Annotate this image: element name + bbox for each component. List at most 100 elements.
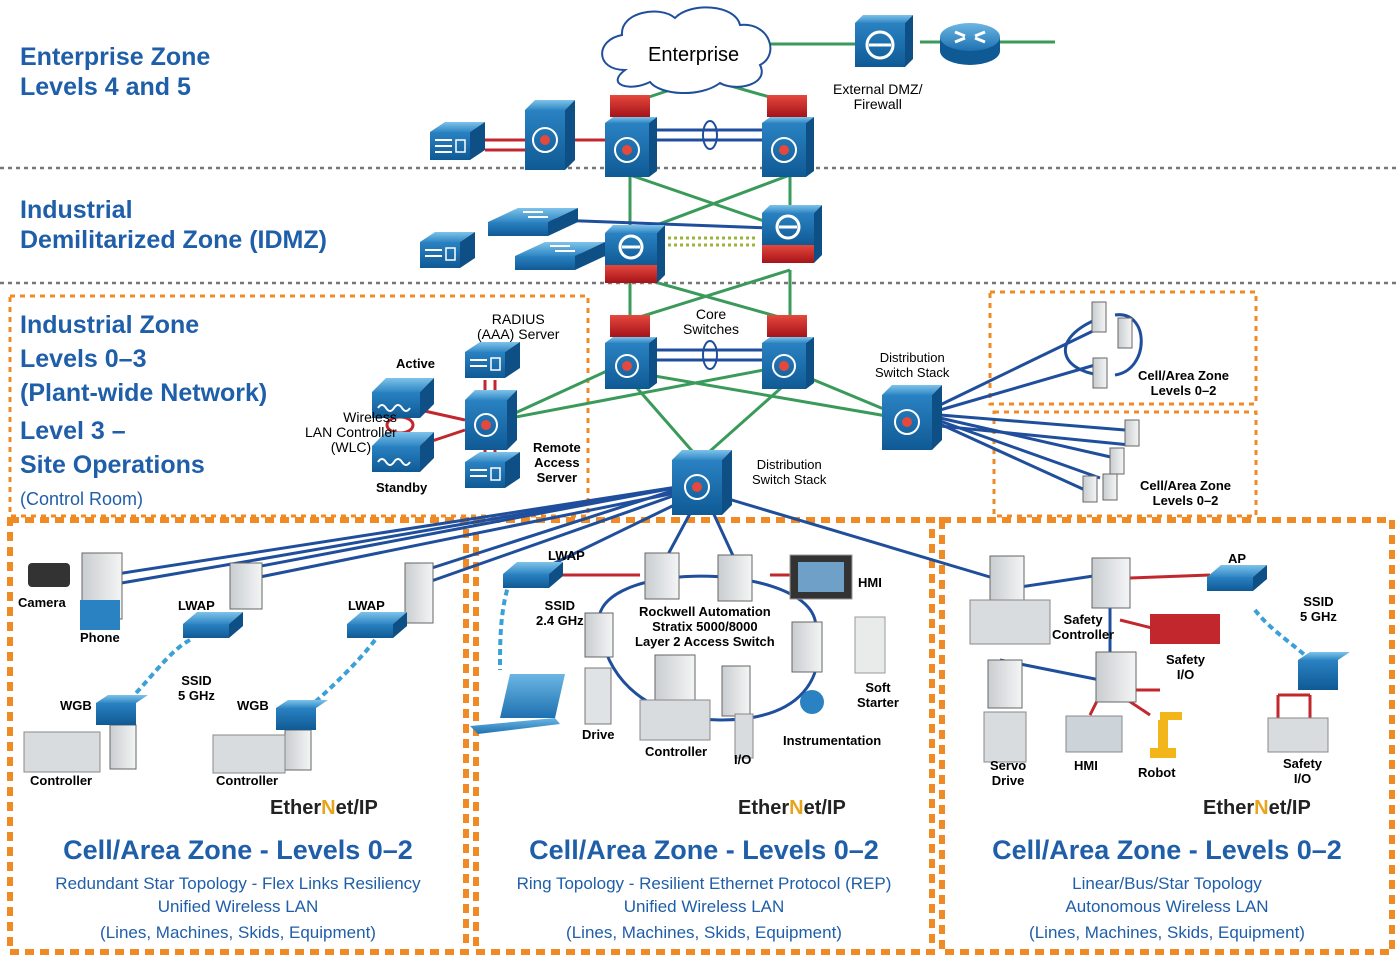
core-switches-label: Core Switches bbox=[683, 307, 739, 337]
industrial-zone-line5: Site Operations bbox=[20, 451, 205, 479]
industrial-zone-line4: Level 3 – bbox=[20, 417, 126, 445]
ethernet-ip-logo-3: EtherNet/IP bbox=[1203, 797, 1311, 819]
radius-line1: RADIUS bbox=[491, 311, 545, 327]
radius-line2: (AAA) Server bbox=[477, 326, 560, 342]
safety-io-red bbox=[1150, 614, 1220, 644]
soft-starter bbox=[854, 616, 886, 674]
flexlink-marker-enterprise bbox=[702, 120, 718, 150]
safety-io-b-line2: I/O bbox=[1293, 771, 1312, 786]
cell-1-line1: Redundant Star Topology - Flex Links Res… bbox=[55, 874, 421, 893]
cell-rb-line1: Cell/Area Zone bbox=[1140, 478, 1232, 493]
ssid-24ghz-label: SSID 2.4 GHz bbox=[536, 598, 584, 628]
robot bbox=[1150, 712, 1182, 758]
idmz-switch-top bbox=[488, 208, 578, 236]
cell-1-line2: Unified Wireless LAN bbox=[157, 897, 319, 916]
core-line1: Core bbox=[695, 306, 727, 322]
ap-label: AP bbox=[1228, 551, 1247, 566]
servo-line2: Drive bbox=[991, 773, 1025, 788]
soft-line2: Starter bbox=[857, 695, 899, 710]
cell-1-line3: (Lines, Machines, Skids, Equipment) bbox=[100, 923, 376, 942]
cell-zone-right-top-box bbox=[988, 290, 1258, 406]
cell-zone-right-top-label: Cell/Area Zone Levels 0–2 bbox=[1138, 368, 1229, 398]
distribution-switch-stack-center bbox=[672, 450, 732, 515]
industrial-core-left bbox=[605, 315, 657, 389]
ap-right bbox=[1207, 565, 1267, 591]
stratix-line3: Layer 2 Access Switch bbox=[635, 634, 775, 649]
cell-rb-line2: Levels 0–2 bbox=[1152, 493, 1219, 508]
drive-label: Drive bbox=[582, 727, 615, 742]
idmz-zone-line1: Industrial bbox=[20, 196, 133, 224]
remote-access-server bbox=[465, 452, 520, 488]
safety-io-a-line1: Safety bbox=[1166, 652, 1206, 667]
dmz-firewall-line2: Firewall bbox=[853, 96, 902, 112]
controller-mid-label: Controller bbox=[645, 744, 708, 759]
controller-a-label: Controller bbox=[30, 773, 93, 788]
cell-zone-2-box bbox=[473, 517, 935, 955]
distribution-stack-right-label: Distribution Switch Stack bbox=[875, 350, 949, 380]
plc-racks bbox=[23, 599, 1329, 774]
cell-zone-3-box bbox=[939, 517, 1395, 955]
safety-controller-label: Safety Controller bbox=[1052, 612, 1114, 642]
wgb-b bbox=[276, 700, 328, 730]
cell-3-line2: Autonomous Wireless LAN bbox=[1065, 897, 1269, 916]
cell-zone-right-bottom-label: Cell/Area Zone Levels 0–2 bbox=[1140, 478, 1231, 508]
wgb-a-label: WGB bbox=[60, 698, 92, 713]
stratix-line1: Rockwell Automation bbox=[639, 604, 771, 619]
dist-b-line2: Switch Stack bbox=[752, 472, 827, 487]
hmi-screen-right bbox=[1065, 715, 1123, 753]
wgb-right bbox=[1298, 652, 1350, 690]
safety-io-a-line2: I/O bbox=[1176, 667, 1195, 682]
industrial-zone-line1: Industrial Zone bbox=[20, 311, 200, 339]
ssid-r-line1: SSID bbox=[1303, 594, 1334, 609]
ethernet-ip-logo-1: EtherNet/IP bbox=[270, 797, 378, 819]
camera-label: Camera bbox=[18, 595, 66, 610]
idmz-zone-line2: Demilitarized Zone (IDMZ) bbox=[20, 226, 327, 254]
remote-access-label: Remote Access Server bbox=[533, 440, 581, 485]
standby-label: Standby bbox=[376, 480, 428, 495]
cell-rt-line1: Cell/Area Zone bbox=[1138, 368, 1230, 383]
instrumentation-label: Instrumentation bbox=[783, 733, 882, 748]
external-firewall bbox=[855, 15, 913, 67]
cell-zone-1-description: Redundant Star Topology - Flex Links Res… bbox=[10, 872, 466, 944]
enterprise-access-switch bbox=[525, 100, 575, 170]
wlc-line1: Wireless bbox=[343, 409, 397, 425]
wlc-standby bbox=[372, 432, 434, 472]
industrial-zone-line2: Levels 0–3 bbox=[20, 345, 147, 373]
cell-zone-2-title: Cell/Area Zone - Levels 0–2 bbox=[529, 835, 879, 865]
ras-line2: Access bbox=[534, 455, 580, 470]
cell-3-line3: (Lines, Machines, Skids, Equipment) bbox=[1029, 923, 1305, 942]
cell-zone-1-title: Cell/Area Zone - Levels 0–2 bbox=[63, 835, 413, 865]
enterprise-zone-title: Enterprise Zone Levels 4 and 5 bbox=[20, 42, 210, 102]
cell-zone-3-description: Linear/Bus/Star Topology Autonomous Wire… bbox=[942, 872, 1392, 944]
ssid-5-line1: SSID bbox=[181, 673, 212, 688]
lwap-b bbox=[347, 612, 407, 638]
ssid-5-line2: 5 GHz bbox=[178, 688, 215, 703]
stratix-line2: Stratix 5000/8000 bbox=[652, 619, 758, 634]
dist-a-line1: Distribution bbox=[879, 350, 945, 365]
ssid-right-label: SSID 5 GHz bbox=[1300, 594, 1337, 624]
lwap-c-label: LWAP bbox=[548, 548, 585, 563]
servo-line1: Servo bbox=[990, 758, 1027, 773]
enterprise-core-right bbox=[762, 95, 814, 177]
wlc-label: Wireless LAN Controller (WLC) bbox=[305, 410, 397, 455]
wlc-active bbox=[372, 378, 434, 418]
wlc-line3: (WLC) bbox=[330, 439, 372, 455]
camera bbox=[28, 563, 70, 587]
enterprise-core-left bbox=[605, 95, 657, 177]
enterprise-cloud bbox=[601, 6, 772, 94]
radius-server bbox=[465, 342, 520, 378]
safety-io-a-label: Safety I/O bbox=[1166, 652, 1205, 682]
cell-zone-right-bottom-box bbox=[992, 410, 1258, 518]
ethernet-ip-logo-2: EtherNet/IP bbox=[738, 797, 846, 819]
cell-2-line3: (Lines, Machines, Skids, Equipment) bbox=[566, 923, 842, 942]
lwap-a bbox=[183, 612, 243, 638]
cell-rt-line2: Levels 0–2 bbox=[1150, 383, 1217, 398]
safety-io-b-line1: Safety bbox=[1283, 756, 1323, 771]
idmz-firewall-left bbox=[605, 225, 665, 283]
ssid-5ghz-label: SSID 5 GHz bbox=[178, 673, 215, 703]
core-line2: Switches bbox=[683, 321, 740, 337]
idmz-firewall-right bbox=[762, 205, 822, 263]
wgb-b-label: WGB bbox=[237, 698, 269, 713]
level3-switch bbox=[465, 390, 517, 450]
safety-ctrl-line2: Controller bbox=[1052, 627, 1115, 642]
